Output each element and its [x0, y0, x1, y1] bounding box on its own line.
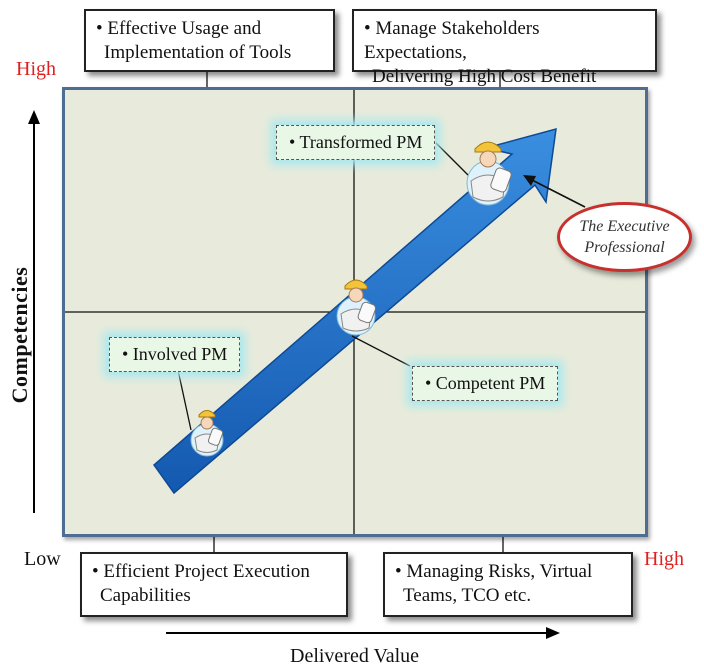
engineer-figure-icon: [466, 141, 512, 206]
bottom-box-execution: • Efficient Project Execution Capabiliti…: [80, 552, 348, 617]
top-box-tools-line2: Implementation of Tools: [104, 42, 292, 63]
executive-line1: The Executive: [579, 218, 670, 235]
executive-line2: Professional: [584, 239, 665, 256]
x-axis-arrow: [166, 627, 560, 639]
top-box-tools-line1: • Effective Usage and: [96, 18, 262, 39]
top-box-stakeholders-line1: • Manage Stakeholders Expectations,: [364, 18, 540, 63]
competent-pm-label: • Competent PM: [412, 366, 559, 401]
involved-pm-label: • Involved PM: [109, 337, 241, 372]
engineer-figure-icon: [190, 410, 224, 457]
bottom-box-execution-line2: Capabilities: [100, 585, 191, 606]
engineer-figure-icon: [336, 279, 377, 336]
bottom-box-risks-line1: • Managing Risks, Virtual: [395, 561, 593, 582]
bottom-box-risks: • Managing Risks, Virtual Teams, TCO etc…: [383, 552, 633, 617]
y-axis-arrow: [28, 110, 40, 513]
bottom-box-risks-line2: Teams, TCO etc.: [403, 585, 532, 606]
x-axis-title: Delivered Value: [290, 645, 420, 667]
top-box-stakeholders: • Manage Stakeholders Expectations, Deli…: [352, 9, 657, 111]
y-axis-high-label: High: [16, 58, 56, 80]
transformed-pm-label: • Transformed PM: [276, 125, 436, 160]
executive-professional-callout: The Executive Professional: [557, 202, 692, 272]
x-axis-high-label: High: [644, 548, 684, 570]
x-axis-low-label: Low: [24, 548, 61, 570]
bottom-box-execution-line1: • Efficient Project Execution: [92, 561, 310, 582]
top-box-tools: • Effective Usage and Implementation of …: [84, 9, 335, 72]
